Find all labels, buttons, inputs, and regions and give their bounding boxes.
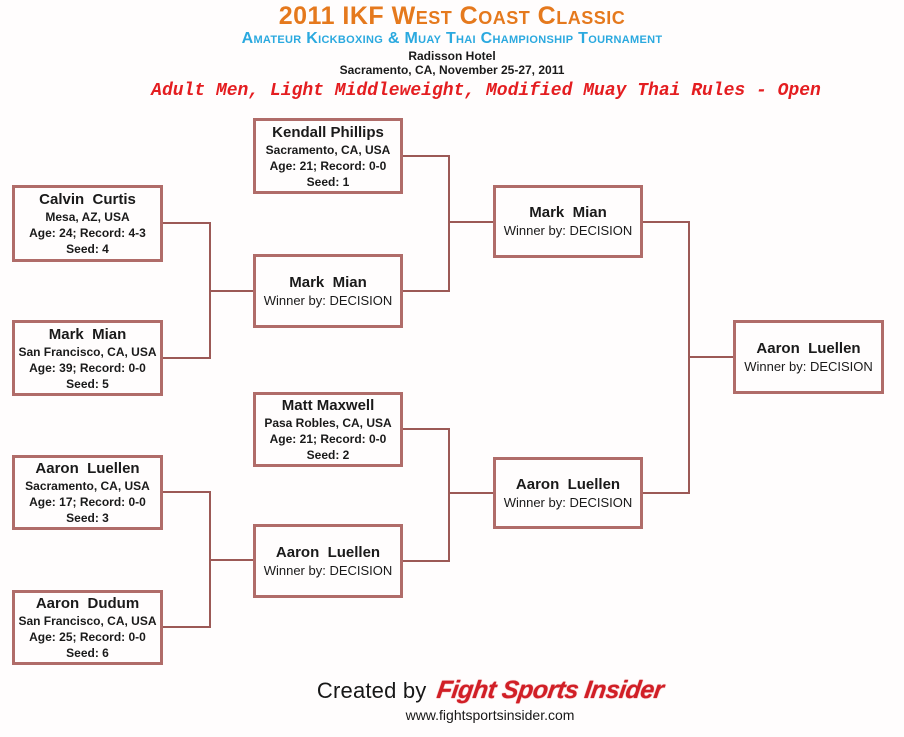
fighter-seed: Seed: 1 (306, 174, 350, 189)
bracket-connector (403, 155, 450, 157)
bracket-connector (403, 428, 450, 430)
fighter-location: Mesa, AZ, USA (45, 210, 130, 224)
round1-winner-box-bottom: Aaron Luellen Winner by: DECISION (253, 524, 403, 598)
fighter-name: Mark Mian (48, 325, 127, 343)
bracket-connector (209, 559, 253, 561)
winner-method: Winner by: DECISION (263, 562, 393, 578)
semifinal-winner-box-top: Mark Mian Winner by: DECISION (493, 185, 643, 258)
fighter-location: Pasa Robles, CA, USA (264, 416, 392, 430)
fighter-name: Aaron Dudum (35, 595, 140, 612)
bracket-box-seed4-calvin-curtis: Calvin Curtis Mesa, AZ, USA Age: 24; Rec… (12, 185, 163, 262)
fighter-location: San Francisco, CA, USA (18, 344, 157, 359)
winner-method: Winner by: DECISION (744, 358, 873, 374)
fighter-seed: Seed: 4 (66, 242, 109, 256)
division-title: Adult Men, Light Middleweight, Modified … (151, 81, 821, 101)
winner-method: Winner by: DECISION (503, 223, 633, 238)
fighter-age-record: Age: 21; Record: 0-0 (269, 432, 387, 446)
bracket-box-seed1-kendall-phillips: Kendall Phillips Sacramento, CA, USA Age… (253, 118, 403, 194)
bracket-connector (163, 357, 211, 359)
credit-line: Created by Fight Sports Insider (76, 676, 904, 705)
event-title: 2011 IKF West Coast Classic (278, 2, 626, 30)
bracket-connector (163, 222, 211, 224)
bracket-box-seed6-aaron-dudum: Aaron Dudum San Francisco, CA, USA Age: … (12, 590, 163, 665)
round1-winner-box-top: Mark Mian Winner by: DECISION (253, 254, 403, 328)
winner-name: Aaron Luellen (756, 339, 861, 357)
fighter-seed: Seed: 2 (306, 448, 350, 462)
fighter-age-record: Age: 24; Record: 4-3 (29, 226, 146, 240)
bracket-connector (209, 290, 253, 292)
bracket-box-seed3-aaron-luellen: Aaron Luellen Sacramento, CA, USA Age: 1… (12, 455, 163, 530)
bracket-box-seed5-mark-mian: Mark Mian San Francisco, CA, USA Age: 39… (12, 320, 163, 396)
fighter-seed: Seed: 3 (66, 511, 109, 525)
bracket-connector (688, 356, 733, 358)
winner-method: Winner by: DECISION (503, 494, 633, 510)
fight-sports-insider-logo: Fight Sports Insider (435, 676, 666, 704)
winner-name: Aaron Luellen (275, 543, 381, 561)
footer: Created by Fight Sports Insider www.figh… (0, 676, 904, 724)
bracket-connector (643, 221, 690, 223)
bracket-connector (643, 492, 690, 494)
bracket-box-seed2-matt-maxwell: Matt Maxwell Pasa Robles, CA, USA Age: 2… (253, 392, 403, 467)
semifinal-winner-box-bottom: Aaron Luellen Winner by: DECISION (493, 457, 643, 529)
event-subtitle: Amateur Kickboxing & Muay Thai Champions… (241, 30, 663, 47)
fighter-age-record: Age: 25; Record: 0-0 (29, 630, 146, 644)
winner-name: Aaron Luellen (515, 475, 621, 493)
fighter-name: Calvin Curtis (39, 191, 136, 208)
bracket-connector (448, 155, 450, 292)
fighter-age-record: Age: 21; Record: 0-0 (269, 158, 387, 173)
bracket-connector (448, 221, 493, 223)
fighter-seed: Seed: 5 (66, 376, 109, 391)
fighter-age-record: Age: 17; Record: 0-0 (29, 495, 146, 509)
venue-name: Radisson Hotel (408, 49, 496, 63)
bracket-connector (448, 428, 450, 562)
bracket-connector (403, 560, 450, 562)
fighter-seed: Seed: 6 (66, 646, 109, 660)
bracket-connector (448, 492, 493, 494)
fighter-location: Sacramento, CA, USA (265, 142, 391, 157)
winner-name: Mark Mian (529, 204, 607, 221)
winner-name: Mark Mian (289, 273, 367, 291)
location-date: Sacramento, CA, November 25-27, 2011 (339, 63, 565, 77)
header: 2011 IKF West Coast Classic Amateur Kick… (0, 0, 904, 102)
final-winner-box: Aaron Luellen Winner by: DECISION (733, 320, 884, 394)
bracket-connector (403, 290, 450, 292)
winner-method: Winner by: DECISION (263, 292, 393, 308)
fighter-location: Sacramento, CA, USA (25, 479, 150, 493)
bracket-connector (163, 626, 211, 628)
fighter-location: San Francisco, CA, USA (18, 614, 157, 628)
fighter-age-record: Age: 39; Record: 0-0 (29, 360, 146, 375)
fighter-name: Kendall Phillips (272, 123, 384, 141)
website-url: www.fightsportsinsider.com (405, 707, 575, 723)
bracket-connector (163, 491, 211, 493)
fighter-name: Matt Maxwell (281, 397, 375, 414)
created-by-text: Created by (316, 678, 427, 703)
fighter-name: Aaron Luellen (35, 460, 140, 477)
